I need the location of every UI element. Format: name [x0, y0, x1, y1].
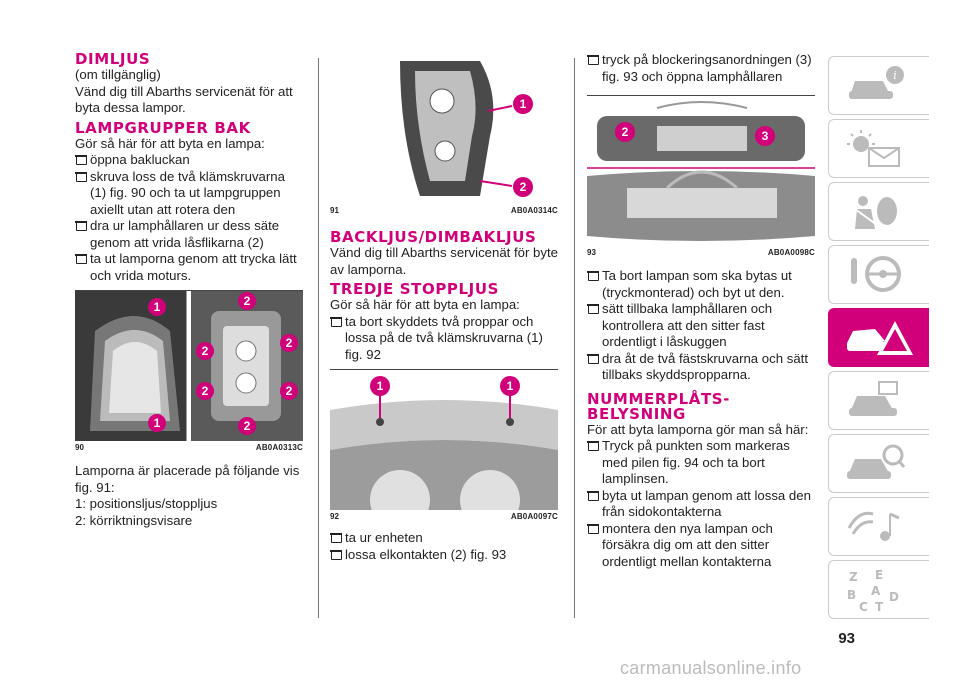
tab-car-info[interactable]: i [828, 56, 929, 115]
paragraph: Gör så här för att byta en lampa: [75, 135, 265, 151]
tab-multimedia[interactable] [828, 497, 929, 556]
bullet-item: ta ur enheten [330, 530, 558, 547]
figure-91-image: 1 2 [390, 56, 550, 204]
callout-1: 1 [377, 379, 384, 393]
safety-airbag-icon [854, 196, 897, 229]
bullet-item: Tryck på punkten som markeras med pilen … [587, 438, 815, 488]
paragraph: Vänd dig till Abarths servicenät för byt… [330, 245, 558, 277]
paragraph: (om tillgänglig) [75, 67, 161, 82]
tab-warning-lights[interactable] [828, 119, 929, 178]
callout-1: 1 [154, 300, 161, 314]
section-heading-tredje-stoppljus: TREDJE STOPPLJUS [330, 280, 500, 298]
callout-2: 2 [286, 336, 293, 350]
paragraph: 1: positionsljus/stoppljus [75, 496, 218, 511]
section-heading-lampgrupper: LAMPGRUPPER BAK [75, 118, 251, 137]
svg-text:T: T [875, 600, 884, 613]
callout-1: 1 [507, 379, 514, 393]
tab-emergency[interactable] [828, 308, 929, 367]
car-info-icon: i [849, 66, 904, 99]
bullet-item: dra ur lamphållaren ur dess säte genom a… [75, 218, 303, 251]
callout-1: 1 [520, 97, 527, 111]
figure-90-image: 1 1 2 2 2 2 2 2 [75, 291, 303, 441]
column-2: 1 2 91 AB0A0314C BACKLJUS/DIMBAKLJUS Vän… [330, 52, 558, 563]
svg-text:i: i [893, 69, 897, 82]
figure-caption: 92 AB0A0097C [330, 512, 558, 522]
figure-code: AB0A0098C [767, 248, 815, 257]
figure-number: 93 [587, 248, 596, 257]
steering-wheel-icon [851, 256, 901, 292]
paragraph: Vänd dig till Abarths servicenät för att… [75, 83, 293, 116]
paragraph: Lamporna är placerade på följande vis fi… [75, 463, 300, 495]
figure-code: AB0A0313C [255, 443, 303, 452]
bullet-item: sätt tillbaka lamphållaren och kontrolle… [587, 301, 815, 351]
callout-2: 2 [244, 294, 251, 308]
callout-2: 2 [286, 384, 293, 398]
chapter-tabs: i [828, 56, 929, 623]
callout-2: 2 [622, 125, 629, 139]
figure-93: 2 3 93 AB0A0098C [587, 95, 815, 258]
callout-2: 2 [520, 180, 527, 194]
bullet-item: ta ut lamporna genom att trycka lätt och… [75, 251, 303, 284]
figure-93-image: 2 3 [587, 96, 815, 246]
svg-text:A: A [871, 584, 881, 598]
callout-2: 2 [202, 384, 209, 398]
figure-91: 1 2 91 AB0A0314C [330, 56, 558, 216]
column-1: DIMLJUS (om tillgänglig) Vänd dig till A… [75, 52, 303, 529]
svg-text:Z: Z [849, 570, 858, 584]
bullet-item: ta bort skyddets två proppar och lossa p… [330, 314, 558, 364]
figure-code: AB0A0097C [510, 512, 558, 521]
bullet-item: dra åt de två fästskruvarna och sätt til… [587, 351, 815, 384]
figure-92-image: 1 1 [330, 370, 558, 510]
tab-safety[interactable] [828, 182, 929, 241]
warning-lights-icon [847, 130, 900, 167]
figure-caption: 93 AB0A0098C [587, 248, 815, 258]
technical-data-icon [847, 444, 905, 479]
figure-number: 90 [75, 443, 84, 452]
watermark: carmanualsonline.info [620, 658, 802, 678]
maintenance-car-icon [849, 381, 898, 416]
paragraph: Gör så här för att byta en lampa: [330, 297, 520, 312]
tab-maintenance[interactable] [828, 371, 929, 430]
callout-3: 3 [762, 129, 769, 143]
bullet-item: montera den nya lampan och försäkra dig … [587, 521, 815, 571]
section-heading-backljus: BACKLJUS/DIMBAKLJUS [330, 228, 537, 246]
tab-technical-data[interactable] [828, 434, 929, 493]
emergency-icon [847, 321, 913, 355]
svg-text:E: E [875, 569, 883, 582]
column-3: tryck på blockeringsanordningen (3) fig.… [587, 52, 815, 570]
bullet-item: Ta bort lampan som ska bytas ut (tryckmo… [587, 268, 815, 301]
figure-number: 92 [330, 512, 339, 521]
figure-caption: 91 AB0A0314C [330, 206, 558, 216]
svg-text:D: D [889, 590, 899, 604]
section-heading-nummerplatsbelysning: NUMMERPLÅTS-BELYSNING [587, 389, 731, 423]
figure-caption: 90 AB0A0313C [75, 443, 303, 453]
bullet-item: skruva loss de två klämskruvarna (1) fig… [75, 169, 303, 219]
paragraph: 2: körriktningsvisare [75, 512, 193, 528]
figure-92: 1 1 92 AB0A0097C [330, 369, 558, 522]
figure-code: AB0A0314C [510, 206, 558, 215]
section-heading-dimljus: DIMLJUS [75, 50, 151, 68]
figure-90: 1 1 2 2 2 2 2 2 90 AB0A0313C [75, 290, 303, 453]
svg-text:B: B [847, 588, 856, 602]
svg-text:C: C [859, 600, 868, 613]
bullet-item: lossa elkontakten (2) fig. 93 [330, 547, 558, 564]
figure-number: 91 [330, 206, 339, 215]
bullet-item: tryck på blockeringsanordningen (3) fig.… [587, 52, 815, 85]
callout-1: 1 [154, 416, 161, 430]
page-number: 93 [838, 630, 855, 647]
paragraph: För att byta lamporna gör man så här: [587, 421, 809, 437]
bullet-item: byta ut lampan genom att lossa den från … [587, 488, 815, 521]
multimedia-icon [847, 511, 900, 541]
bullet-item: öppna bakluckan [75, 152, 303, 169]
callout-2: 2 [244, 419, 251, 433]
callout-2: 2 [202, 344, 209, 358]
tab-starting-driving[interactable] [828, 245, 929, 304]
